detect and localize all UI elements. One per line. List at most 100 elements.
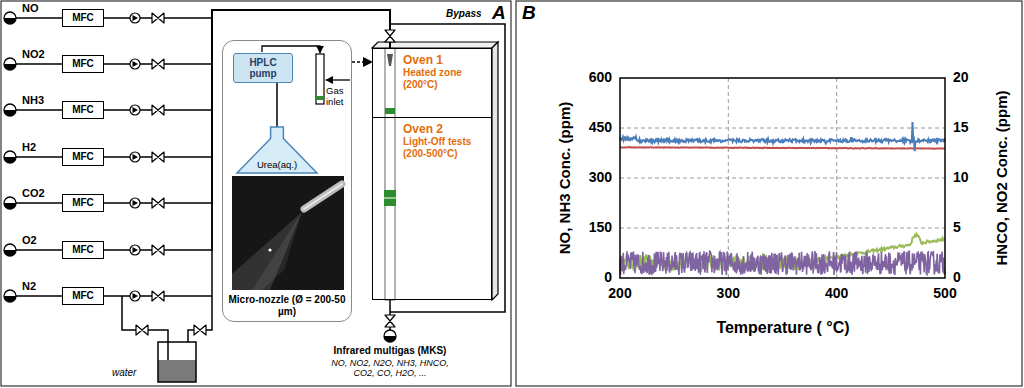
label-holder: 400 — [812, 285, 862, 302]
node-title: MFC — [72, 12, 94, 24]
pump-feed — [262, 46, 320, 53]
gas-label: CO2 — [22, 187, 45, 200]
label-holder: O2 — [22, 234, 37, 247]
gas-label: O2 — [22, 234, 37, 247]
axis-title: Temperature ( °C) — [683, 318, 883, 337]
label-holder: 600 — [560, 69, 612, 86]
leader-arrow — [352, 61, 372, 63]
mfc-box: MFC — [62, 9, 104, 27]
gas-label: N2 — [22, 280, 36, 293]
inset-panel: Micro-nozzle (Ø = 200-50 µm)HPLC pumpUre… — [222, 40, 352, 322]
tick-label: 300 — [703, 285, 753, 302]
label-holder: NH3 — [22, 94, 44, 107]
label-holder: water — [112, 367, 136, 379]
gas-line — [104, 10, 390, 157]
mfc-box: MFC — [62, 241, 104, 259]
tick-label: 10 — [953, 169, 969, 186]
label-holder: NO, NO2, N2O, NH3, HNCO, CO2, CO, H2O, .… — [320, 358, 460, 378]
instrument-label: Infrared multigas (MKS) — [320, 345, 460, 357]
node-text: Light-Off tests (200-500°C) — [403, 136, 489, 160]
label-holder: H2 — [22, 141, 36, 154]
node-title: MFC — [72, 290, 94, 302]
line-label: Bypass — [446, 8, 482, 20]
label-holder: NO, NH3 Conc. (ppm) — [556, 68, 576, 288]
valve — [136, 13, 395, 335]
label-holder: 200 — [595, 285, 645, 302]
series-nh3 — [620, 147, 945, 149]
tick-label: 500 — [920, 285, 970, 302]
node-title: Urea(aq.) — [257, 159, 297, 170]
gas-inlet-arrow — [326, 79, 350, 80]
oven-zone: Oven 1Heated zone (200°C) — [372, 48, 492, 118]
frit — [316, 96, 324, 100]
photo — [232, 176, 344, 290]
urea-flask: Urea(aq.) — [237, 127, 317, 173]
label-holder: 20 — [953, 69, 969, 86]
gas-line — [104, 10, 390, 110]
label-holder: Infrared multigas (MKS) — [320, 345, 460, 357]
nozzle-tube — [316, 54, 324, 104]
series-no2 — [620, 251, 945, 275]
label-holder: N2 — [22, 280, 36, 293]
label-holder: Bypass — [446, 8, 482, 20]
node-text: Heated zone (200°C) — [403, 67, 489, 91]
gas-label: NO — [22, 2, 39, 15]
plot-frame — [620, 78, 945, 278]
mfc-box: MFC — [62, 101, 104, 119]
node-title: MFC — [72, 151, 94, 163]
label-holder: Gas inlet — [326, 85, 351, 107]
tick-label: 5 — [953, 219, 961, 236]
label-holder: 5 — [953, 219, 961, 236]
label-holder: Temperature ( °C) — [683, 318, 883, 337]
bubbler — [158, 342, 196, 382]
node-title: Oven 2 — [403, 122, 489, 136]
tick-label: 15 — [953, 119, 969, 136]
node-title: Oven 1 — [403, 53, 489, 67]
gas-line — [104, 10, 390, 48]
node-title: Micro-nozzle (Ø = 200-50 µm) — [227, 294, 347, 318]
vessel-label: water — [112, 367, 136, 379]
catalyst-stripe — [384, 198, 396, 199]
tick-label: 600 — [560, 69, 612, 86]
species-list: NO, NO2, N2O, NH3, HNCO, CO2, CO, H2O, .… — [320, 358, 460, 378]
node-title: MFC — [72, 197, 94, 209]
axis-title: NO, NH3 Conc. (ppm) — [556, 68, 574, 288]
supply-lines — [16, 18, 62, 296]
outlet-lines — [390, 24, 505, 330]
label-holder: 15 — [953, 119, 969, 136]
nozzle — [387, 54, 393, 66]
mfc-box: MFC — [62, 148, 104, 166]
gas-label: NH3 — [22, 94, 44, 107]
water-fill — [158, 360, 196, 382]
tick-label: 0 — [953, 269, 961, 286]
flow-label: Gas inlet — [326, 85, 351, 107]
panel-frame — [516, 1, 1022, 386]
tick-label: 20 — [953, 69, 969, 86]
node-title: MFC — [72, 58, 94, 70]
mfc-box: MFC — [62, 55, 104, 73]
panel-frame — [1, 1, 511, 386]
axis-title: HNCO, NO2 Conc. (ppm) — [993, 68, 1011, 288]
tick-label: 200 — [595, 285, 645, 302]
photo-nozzle — [304, 184, 342, 209]
label-holder: 0 — [560, 269, 612, 286]
panel-letter: B — [522, 2, 536, 25]
frit — [385, 108, 395, 114]
mfc-box: MFC — [62, 194, 104, 212]
label-holder: NO2 — [22, 48, 45, 61]
gas-line — [104, 10, 390, 250]
label-holder: 300 — [703, 285, 753, 302]
gas-line — [104, 10, 390, 296]
spray — [232, 212, 302, 290]
label-holder: 10 — [953, 169, 969, 186]
spray — [252, 212, 302, 290]
node-title: MFC — [72, 244, 94, 256]
mfc-box: MFC — [62, 287, 104, 305]
reactor-tube — [385, 48, 395, 300]
grid — [620, 78, 945, 278]
label-holder: 0 — [953, 269, 961, 286]
node-title: MFC — [72, 104, 94, 116]
